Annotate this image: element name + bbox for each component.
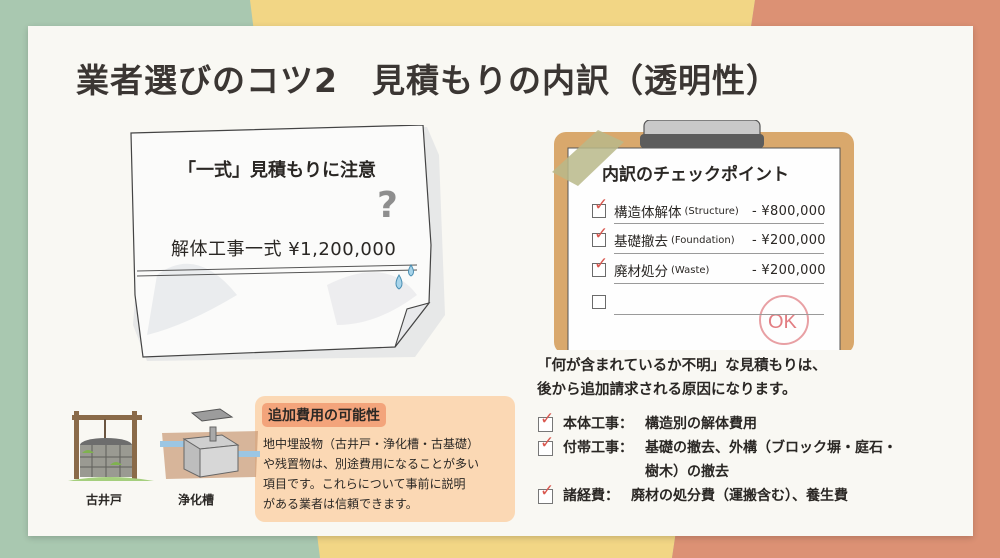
check-icon: ✓ [594,254,609,274]
checklist-item-empty [592,291,614,313]
checkbox: ✓ [538,483,554,504]
old-well-illustration: 古井戸 [66,405,156,507]
question-mark-icon: ? [377,185,398,226]
old-well-label: 古井戸 [86,493,123,507]
checklist-item: ✓ 廃材処分 (Waste) - ¥200,000 [592,254,826,280]
lump-sum-note: 「一式」見積もりに注意 ? 解体工事一式 ¥1,200,000 [127,125,445,365]
clipboard-icon: OK [552,120,854,350]
checkbox[interactable] [592,295,606,309]
old-well-icon [68,411,154,481]
check-icon: ✓ [594,224,609,244]
checklist-heading: 内訳のチェックポイント [602,165,789,185]
washi-tape-icon [552,130,624,186]
septic-tank-illustration: 浄化槽 [160,405,260,507]
checklist-item: ✓ 基礎撤去 (Foundation) - ¥200,000 [592,224,826,250]
septic-tank-icon [160,408,260,479]
info-tag: 追加費用の可能性 [262,403,386,427]
checkbox[interactable]: ✓ [592,256,608,277]
checkbox: ✓ [538,411,554,432]
check-icon: ✓ [540,409,555,429]
lump-sum-line: 解体工事一式 ¥1,200,000 [171,239,397,260]
septic-tank-label: 浄化槽 [178,493,215,507]
checklist-item: ✓ 構造体解体 (Structure) - ¥800,000 [592,195,826,221]
cost-point: ✓ 付帯工事： 基礎の撤去、外構（ブロック塀・庭石・ 樹木）の撤去 [538,433,897,480]
ok-stamp-icon: OK [768,311,798,333]
cost-point: ✓ 諸経費： 廃材の処分費（運搬含む）、養生費 [538,481,848,504]
checkbox[interactable]: ✓ [592,197,608,218]
additional-cost-box: 追加費用の可能性 地中埋設物（古井戸・浄化槽・古基礎） や残置物は、別途費用にな… [255,396,515,522]
warning-text: 「何が含まれているか不明」な見積もりは、 後から追加請求される原因になります。 [537,358,827,398]
info-body: 地中埋設物（古井戸・浄化槽・古基礎） や残置物は、別途費用になることが多い 項目… [263,437,480,511]
note-heading: 「一式」見積もりに注意 [178,160,376,181]
paper-sheet-icon [130,125,445,361]
page-title: 業者選びのコツ2 見積もりの内訳（透明性） [76,61,780,100]
check-icon: ✓ [540,481,555,501]
check-icon: ✓ [540,433,555,453]
check-icon: ✓ [594,195,609,215]
cost-points-list: ✓ 本体工事： 構造別の解体費用 ✓ 付帯工事： 基礎の撤去、外構（ブロック塀・… [538,409,897,508]
breakdown-clipboard: OK 内訳のチェックポイント ✓ 構造体解体 (Structure) - ¥80… [548,120,858,350]
checkbox: ✓ [538,435,554,456]
checkbox[interactable]: ✓ [592,226,608,247]
cost-point: ✓ 本体工事： 構造別の解体費用 [538,409,757,432]
